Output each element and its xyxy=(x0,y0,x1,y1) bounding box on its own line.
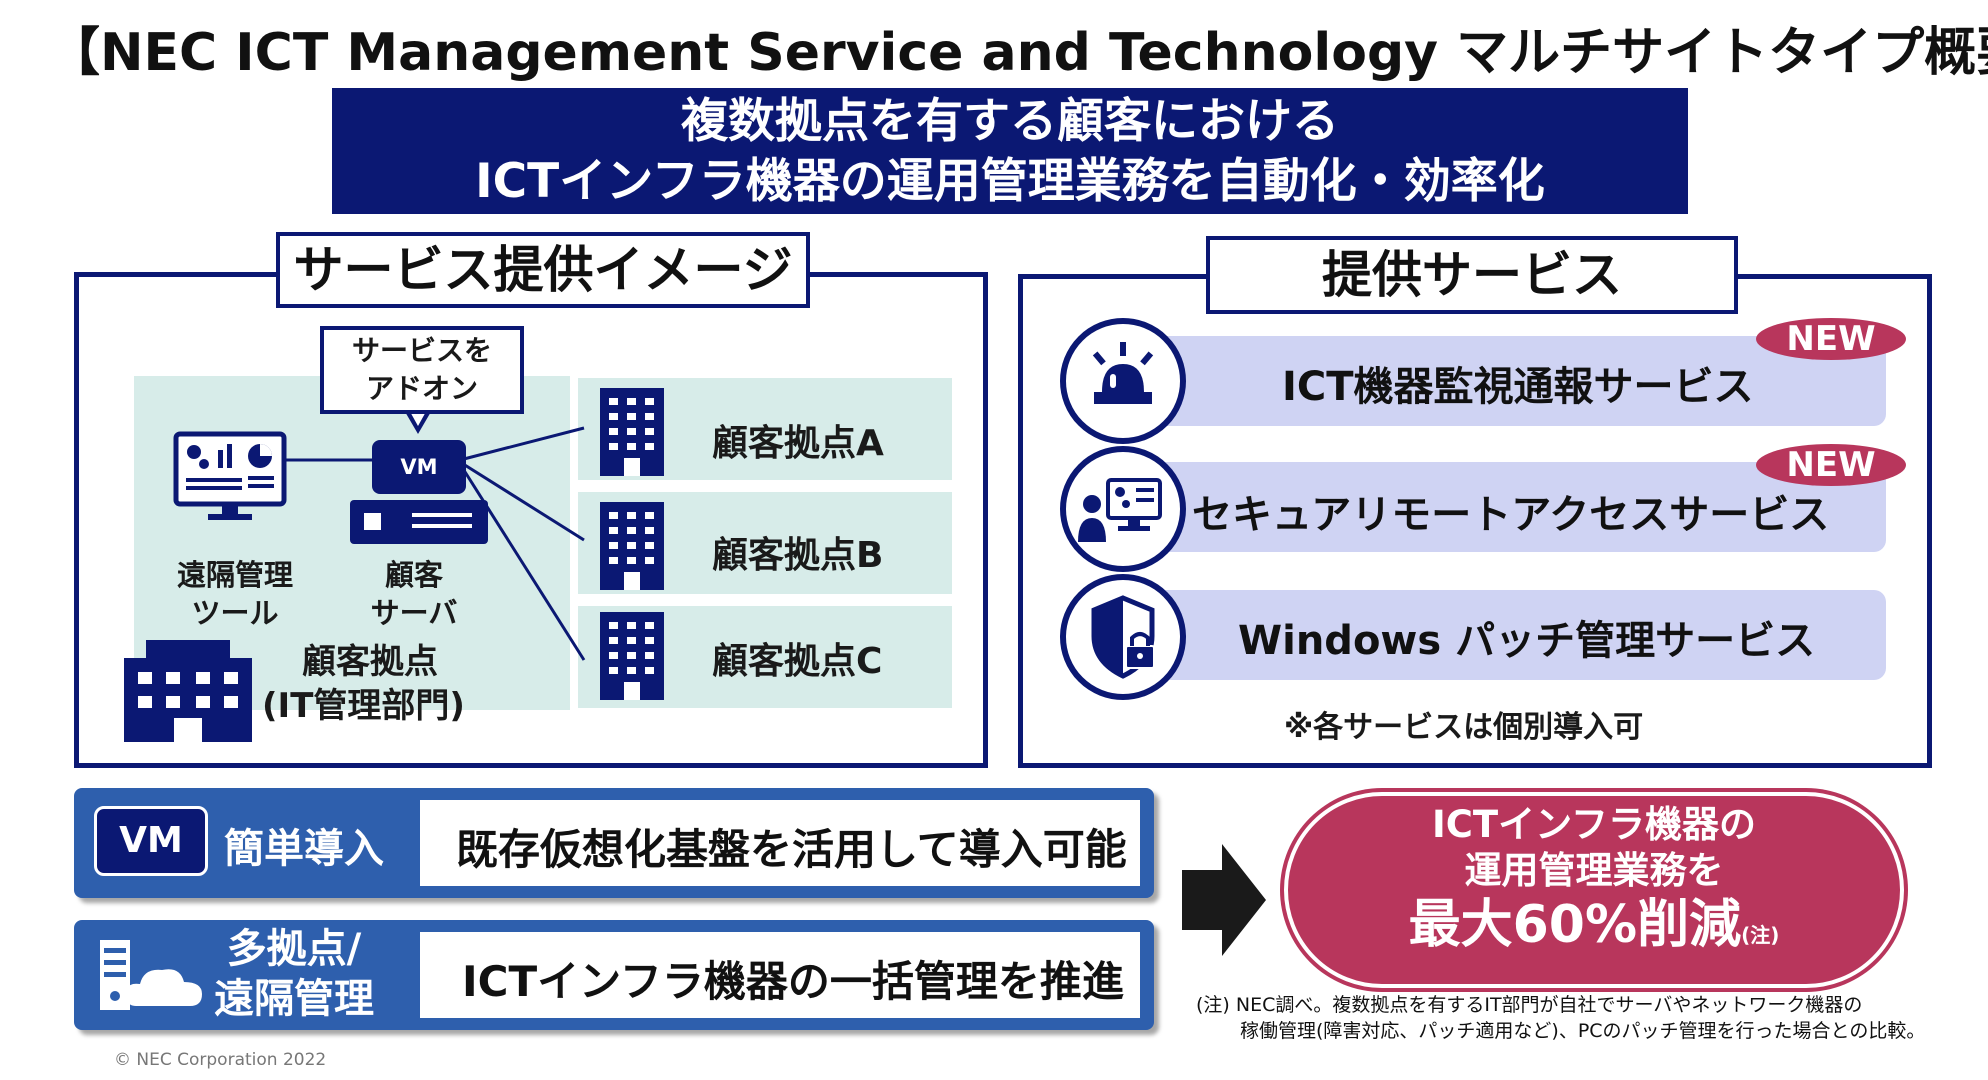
footnote-line-2: 稼働管理(障害対応、パッチ適用など)、PCのパッチ管理を行った場合との比較。 xyxy=(1240,1020,1926,1042)
customer-server-label: 顧客 サーバ xyxy=(356,556,472,632)
server-icon xyxy=(350,500,488,544)
result-highlight: ICTインフラ機器の 運用管理業務を 最大60%削減(注) xyxy=(1284,792,1904,988)
remote-operator-icon xyxy=(1078,478,1162,542)
shield-lock-icon xyxy=(1091,595,1155,679)
service-label-patch: Windows パッチ管理サービス xyxy=(1238,618,1816,664)
feature-text-box xyxy=(420,800,1140,886)
services-note: ※各サービスは個別導入可 xyxy=(1284,710,1644,745)
service-icon-remote-access xyxy=(1060,446,1186,572)
site-c-label: 顧客拠点C xyxy=(712,641,883,682)
it-department-label: 顧客拠点 (IT管理部門) xyxy=(262,640,465,728)
remote-tool-label: 遠隔管理 ツール xyxy=(170,556,300,632)
site-a-building-icon xyxy=(600,388,664,476)
new-badge: NEW xyxy=(1756,318,1906,360)
result-line-2: 運用管理業務を xyxy=(1464,849,1724,892)
page-title: 【NEC ICT Management Service and Technolo… xyxy=(48,23,1988,83)
service-label-monitoring: ICT機器監視通報サービス xyxy=(1282,364,1754,410)
site-a-label: 顧客拠点A xyxy=(712,423,884,464)
feature-tag-multisite: 多拠点/ 遠隔管理 xyxy=(214,924,374,1024)
alarm-light-icon xyxy=(1092,342,1154,404)
banner-line-1: 複数拠点を有する顧客における xyxy=(681,94,1339,149)
site-c-building-icon xyxy=(600,612,664,700)
customer-server-line-1: 顧客 xyxy=(384,558,443,592)
arrow-right-icon xyxy=(1182,844,1266,956)
office-building-icon xyxy=(124,640,252,742)
footnote: (注) NEC調べ。複数拠点を有するIT部門が自社でサーバやネットワーク機器の … xyxy=(1196,992,1925,1044)
remote-tool-line-2: ツール xyxy=(191,596,279,630)
service-row-monitoring xyxy=(1134,336,1886,426)
service-icon-monitoring xyxy=(1060,318,1186,444)
footnote-line-1: (注) NEC調べ。複数拠点を有するIT部門が自社でサーバやネットワーク機器の xyxy=(1196,994,1863,1016)
service-icon-patch xyxy=(1060,574,1186,700)
vm-icon: VM xyxy=(372,440,466,494)
service-row-remote-access xyxy=(1134,462,1886,552)
service-row-patch xyxy=(1134,590,1886,680)
server-cloud-icon xyxy=(100,940,202,1010)
site-b-label: 顧客拠点B xyxy=(712,535,884,576)
addon-line-1: サービスを xyxy=(351,334,492,367)
it-dept-line-1: 顧客拠点 xyxy=(302,642,438,682)
result-line-1: ICTインフラ機器の xyxy=(1431,803,1757,846)
banner-line-2: ICTインフラ機器の運用管理業務を自動化・効率化 xyxy=(475,154,1545,209)
customer-server-line-2: サーバ xyxy=(370,596,458,630)
result-note-mark: (注) xyxy=(1741,923,1780,947)
headline-banner: 複数拠点を有する顧客における ICTインフラ機器の運用管理業務を自動化・効率化 xyxy=(332,88,1688,214)
feature-text-multisite: ICTインフラ機器の一括管理を推進 xyxy=(462,957,1124,1006)
it-dept-line-2: (IT管理部門) xyxy=(262,686,465,726)
new-badge: NEW xyxy=(1756,444,1906,486)
remote-tool-line-1: 遠隔管理 xyxy=(176,558,293,592)
result-reduction: 最大60%削減 xyxy=(1408,895,1742,955)
service-image-title: サービス提供イメージ xyxy=(276,232,810,308)
monitor-dashboard-icon xyxy=(173,431,287,520)
feature-tag-easy-install: 簡単導入 xyxy=(224,826,384,872)
vm-badge: VM xyxy=(94,806,208,876)
service-label-remote-access: セキュアリモートアクセスサービス xyxy=(1192,492,1830,538)
feature-tag-line-1: 多拠点/ xyxy=(226,926,362,972)
feature-text-box xyxy=(420,932,1140,1018)
feature-text-easy-install: 既存仮想化基盤を活用して導入可能 xyxy=(456,825,1127,874)
copyright: © NEC Corporation 2022 xyxy=(114,1050,327,1070)
provided-services-title: 提供サービス xyxy=(1206,236,1738,314)
addon-callout: サービスを アドオン xyxy=(320,326,524,414)
result-line-3: 最大60%削減(注) xyxy=(1288,894,1900,966)
addon-line-2: アドオン xyxy=(365,372,478,405)
feature-tag-line-2: 遠隔管理 xyxy=(214,976,374,1022)
site-b-building-icon xyxy=(600,502,664,590)
